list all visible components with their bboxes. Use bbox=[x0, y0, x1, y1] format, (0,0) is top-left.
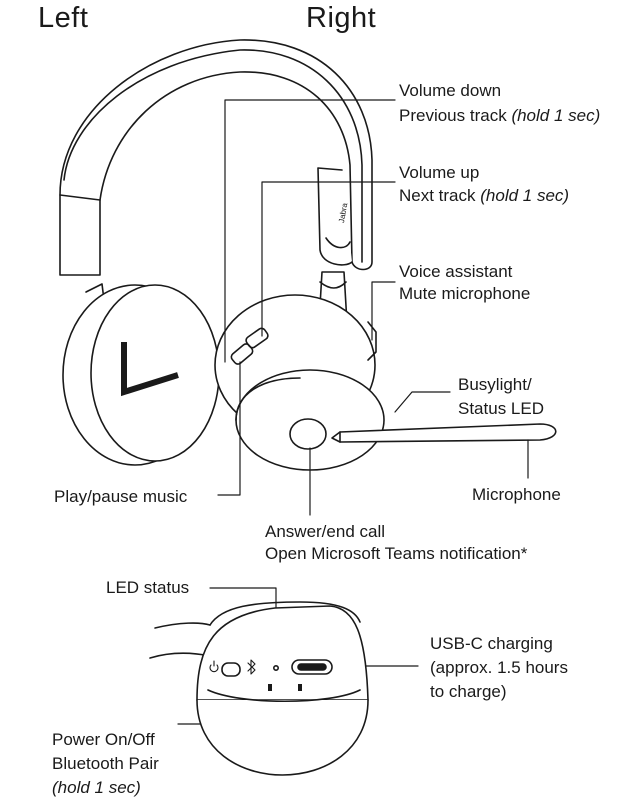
label-voice-assistant: Voice assistant bbox=[399, 262, 513, 281]
next-track-hold: (hold 1 sec) bbox=[480, 186, 570, 205]
headband bbox=[59, 39, 373, 276]
label-led-status: LED status bbox=[106, 578, 190, 597]
ear-cup-closeup bbox=[149, 601, 369, 776]
label-power-onoff: Power On/Off bbox=[52, 730, 155, 749]
label-usbc-charging: USB-C charging bbox=[430, 634, 553, 653]
usb-c-port-icon bbox=[291, 659, 333, 675]
previous-track-hold: (hold 1 sec) bbox=[511, 106, 601, 125]
boom-microphone bbox=[331, 423, 557, 443]
right-heading: Right bbox=[306, 2, 377, 34]
power-switch bbox=[221, 662, 241, 677]
previous-track-text: Previous track bbox=[399, 106, 507, 125]
label-teams-notification: Open Microsoft Teams notification* bbox=[265, 544, 528, 563]
bluetooth-pair-hold-text: (hold 1 sec) bbox=[52, 778, 141, 797]
label-microphone: Microphone bbox=[472, 485, 561, 504]
label-usbc-time: (approx. 1.5 hours bbox=[430, 658, 568, 677]
left-ear-cup bbox=[62, 283, 220, 466]
left-heading: Left bbox=[38, 2, 89, 34]
led-indicator bbox=[272, 664, 279, 671]
bluetooth-icon bbox=[247, 659, 256, 675]
label-bluetooth-pair-hold: (hold 1 sec) bbox=[52, 776, 141, 799]
label-mute-microphone: Mute microphone bbox=[399, 284, 531, 303]
teams-button-icon bbox=[289, 418, 327, 450]
label-status-led: Status LED bbox=[458, 399, 544, 418]
label-volume-up: Volume up bbox=[399, 163, 480, 182]
label-play-pause: Play/pause music bbox=[54, 487, 188, 506]
label-answer-end-call: Answer/end call bbox=[265, 522, 386, 541]
label-volume-down: Volume down bbox=[399, 81, 502, 100]
next-track-text: Next track bbox=[399, 186, 476, 205]
label-busylight: Busylight/ bbox=[458, 375, 532, 394]
label-next-track: Next track (hold 1 sec) bbox=[399, 184, 569, 207]
callout-lines bbox=[177, 99, 529, 725]
label-bluetooth-pair: Bluetooth Pair bbox=[52, 754, 159, 773]
label-usbc-to-charge: to charge) bbox=[430, 682, 507, 701]
label-previous-track: Previous track (hold 1 sec) bbox=[399, 104, 600, 127]
power-icon bbox=[209, 660, 219, 673]
